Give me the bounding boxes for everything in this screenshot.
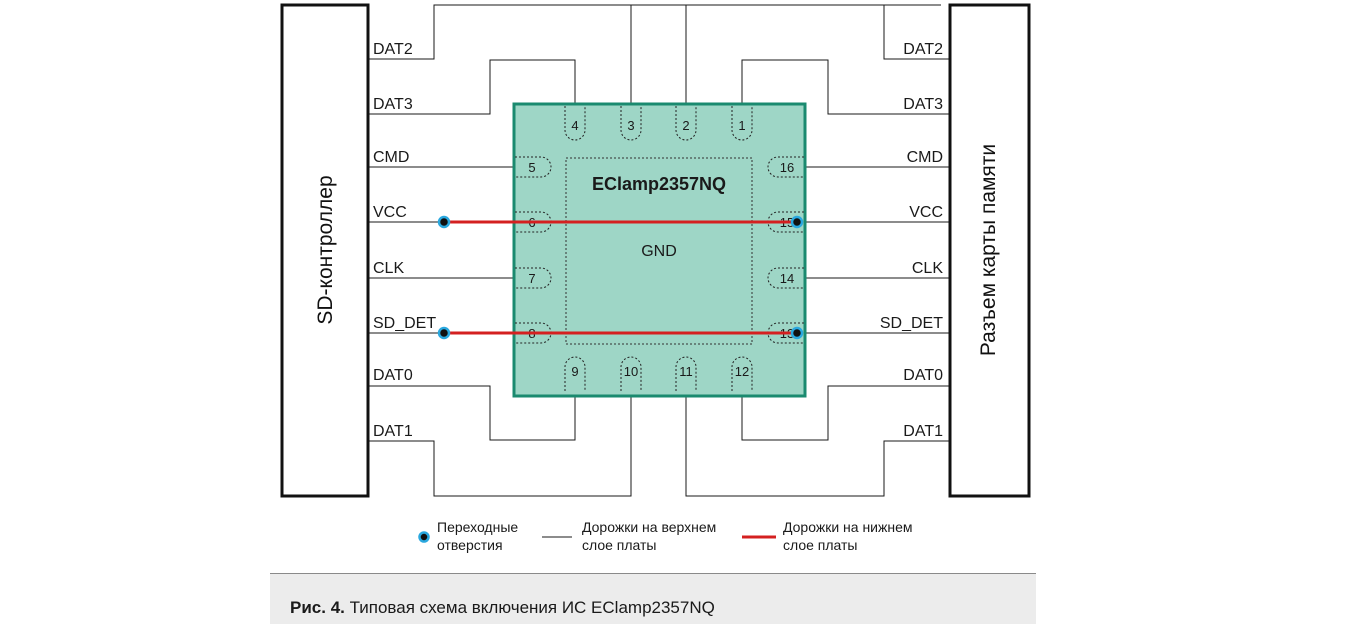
signal-label-left: CLK: [373, 260, 404, 277]
pin-number: 4: [571, 118, 578, 133]
sd-controller-block: [280, 3, 370, 498]
signal-label-left: VCC: [373, 204, 407, 221]
signal-label-right: SD_DET: [880, 315, 943, 332]
trace-dat2-left-part: [434, 4, 632, 106]
vias: [437, 215, 804, 340]
pin-number: 9: [571, 364, 578, 379]
gnd-pad: [565, 157, 753, 345]
signal-label-right: CMD: [907, 149, 943, 166]
legend-via-line2: отверстия: [437, 537, 503, 553]
trace-dat2-right: [883, 4, 950, 60]
signal-label-right: DAT1: [903, 423, 943, 440]
pin-number: 7: [528, 271, 535, 286]
legend-top-layer-line2: слое платы: [582, 537, 657, 553]
pin-number: 11: [679, 364, 693, 379]
top-layer-traces: [368, 4, 950, 497]
figure-caption: Рис. 4. Типовая схема включения ИС EClam…: [290, 598, 715, 618]
legend-bottom-layer-line2: слое платы: [783, 537, 858, 553]
pin-right-0: [767, 156, 804, 178]
figure-caption-bar: Рис. 4. Типовая схема включения ИС EClam…: [270, 573, 1036, 624]
figure-caption-text: Типовая схема включения ИС EClamp2357NQ: [349, 598, 715, 617]
pin-top-0: [564, 106, 586, 141]
pin-number: 1: [738, 118, 745, 133]
via-vcc-right: [790, 215, 804, 229]
trace-dat1-left: [368, 394, 632, 497]
trace-dat2-right-part: [685, 4, 884, 106]
trace-dat3-right: [741, 59, 950, 115]
pin-bottom-3: [731, 356, 753, 391]
legend-via-line1: Переходные: [437, 519, 518, 535]
sd-controller-label: SD-контроллер: [314, 175, 337, 324]
pin-top-3: [731, 106, 753, 141]
pin-bottom-1: [620, 356, 642, 391]
via-sddet-right: [790, 326, 804, 340]
signal-label-right: DAT2: [903, 41, 943, 58]
pin-top-1: [620, 106, 642, 141]
pin-top-2: [675, 106, 697, 141]
pin-number: 16: [780, 160, 794, 175]
signal-label-left: DAT0: [373, 367, 413, 384]
pin-number: 12: [735, 364, 749, 379]
via-sddet-left: [437, 326, 451, 340]
pin-left-0: [515, 156, 552, 178]
legend: Переходные отверстия Дорожки на верхнем …: [418, 519, 913, 553]
gnd-label: GND: [641, 243, 677, 260]
pin-number: 10: [624, 364, 638, 379]
pin-number: 5: [528, 160, 535, 175]
pin-right-2: [767, 267, 804, 289]
trace-dat2: [368, 4, 941, 60]
card-connector-block: [948, 3, 1031, 498]
signal-label-right: DAT3: [903, 96, 943, 113]
pin-left-2: [515, 267, 552, 289]
pin-bottom-2: [675, 356, 697, 391]
signal-label-right: DAT0: [903, 367, 943, 384]
chip-body: [512, 102, 807, 398]
trace-dat0-left: [368, 385, 576, 441]
figure-caption-label: Рис. 4.: [290, 598, 345, 617]
via-vcc-left: [437, 215, 451, 229]
legend-bottom-layer-line1: Дорожки на нижнем: [783, 519, 913, 535]
signal-label-left: DAT1: [373, 423, 413, 440]
pin-number: 2: [682, 118, 689, 133]
chip-name: EClamp2357NQ: [592, 174, 726, 194]
trace-dat0-right: [741, 385, 950, 441]
signal-label-left: DAT2: [373, 41, 413, 58]
trace-dat3-left: [368, 59, 576, 115]
trace-dat1-right: [685, 394, 950, 497]
pin-number: 3: [627, 118, 634, 133]
bottom-layer-traces: [444, 220, 797, 335]
legend-via-icon: [418, 531, 430, 543]
pin-bottom-0: [564, 356, 586, 391]
card-connector-label: Разъем карты памяти: [977, 144, 1000, 356]
signal-label-right: CLK: [912, 260, 943, 277]
pin-number: 14: [780, 271, 794, 286]
signal-label-left: SD_DET: [373, 315, 436, 332]
signal-label-left: CMD: [373, 149, 409, 166]
signal-label-right: VCC: [909, 204, 943, 221]
signal-label-left: DAT3: [373, 96, 413, 113]
legend-top-layer-line1: Дорожки на верхнем: [582, 519, 716, 535]
